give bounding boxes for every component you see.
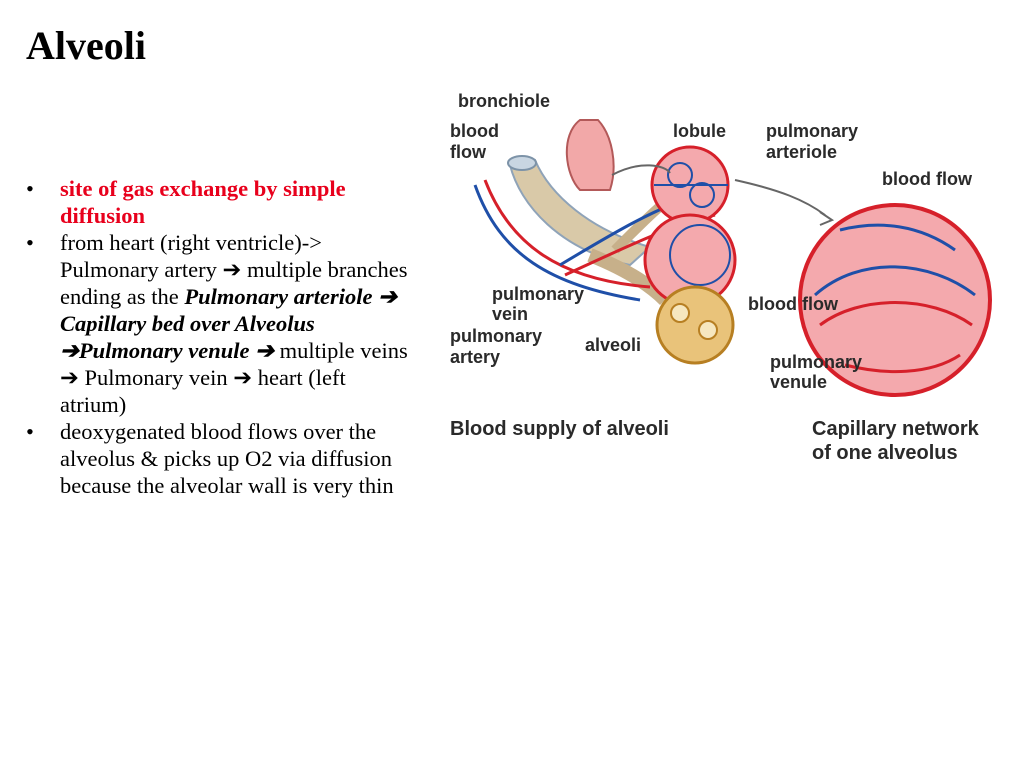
bullet-text: from heart (right ventricle)-> Pulmonary… <box>60 230 322 282</box>
single-alveolus-capillary-network <box>798 203 992 397</box>
bullet-dot: • <box>26 419 34 444</box>
arrow-icon: ➔ <box>222 257 242 282</box>
bullet-text-gas-exchange: site of gas exchange by simple diffusion <box>60 176 346 228</box>
term-capillary-bed: Capillary bed over Alveolus <box>60 311 315 336</box>
term-pulmonary-arteriole: Pulmonary arteriole <box>184 284 379 309</box>
arrow-icon: ➔ <box>255 338 274 363</box>
bullet-text: heart (left atrium) <box>60 365 346 417</box>
label-pulmonary-arteriole-2: arteriole <box>766 142 837 162</box>
label-blood-flow-top: blood flow <box>882 169 973 189</box>
bullet-item: • from heart (right ventricle)-> Pulmona… <box>24 229 409 418</box>
label-pulmonary-artery-2: artery <box>450 347 500 367</box>
label-lobule: lobule <box>673 121 726 141</box>
label-blood-flow-bottom: blood flow <box>748 294 839 314</box>
bullet-text: multiple veins <box>273 338 408 363</box>
bullet-text: Pulmonary vein <box>78 365 234 390</box>
bullet-dot: • <box>26 230 34 255</box>
label-pulmonary-arteriole-1: pulmonary <box>766 121 858 141</box>
bullet-text: multiple branches ending as the <box>60 257 408 309</box>
bullet-dot: • <box>26 176 34 201</box>
term-pulmonary-venule: Pulmonary venule <box>78 338 256 363</box>
label-pulmonary-venule-1: pulmonary <box>770 352 862 372</box>
caption-capillary-network-1: Capillary network <box>812 418 980 440</box>
arrow-icon: ➔ <box>60 338 79 363</box>
caption-capillary-network-2: of one alveolus <box>812 442 958 464</box>
bullet-item: • deoxygenated blood flows over the alve… <box>24 418 409 499</box>
label-pulmonary-vein-2: vein <box>492 304 528 324</box>
lung-icon <box>565 119 615 191</box>
label-blood-flow-2: flow <box>450 142 487 162</box>
label-pulmonary-artery-1: pulmonary <box>450 326 542 346</box>
alveoli-blood-supply-figure: bronchiole blood flow lobule pulmonary a… <box>450 91 992 464</box>
slide-title: Alveoli <box>26 23 146 68</box>
bullet-item: • site of gas exchange by simple diffusi… <box>24 175 409 229</box>
arrow-icon: ➔ <box>233 365 253 390</box>
caption-blood-supply: Blood supply of alveoli <box>450 418 669 440</box>
label-bronchiole: bronchiole <box>458 91 550 111</box>
arrow-icon: ➔ <box>60 365 79 390</box>
label-blood-flow-1: blood <box>450 121 499 141</box>
arrow-icon: ➔ <box>378 284 397 309</box>
alveoli-cluster <box>643 213 737 365</box>
label-alveoli: alveoli <box>585 335 641 355</box>
label-pulmonary-vein-1: pulmonary <box>492 284 584 304</box>
lobule-illustration <box>650 145 730 225</box>
bullet-list: • site of gas exchange by simple diffusi… <box>24 175 409 499</box>
flow-arrows <box>611 164 835 226</box>
label-pulmonary-venule-2: venule <box>770 372 827 392</box>
bullet-text-diffusion: deoxygenated blood flows over the alveol… <box>60 419 394 498</box>
